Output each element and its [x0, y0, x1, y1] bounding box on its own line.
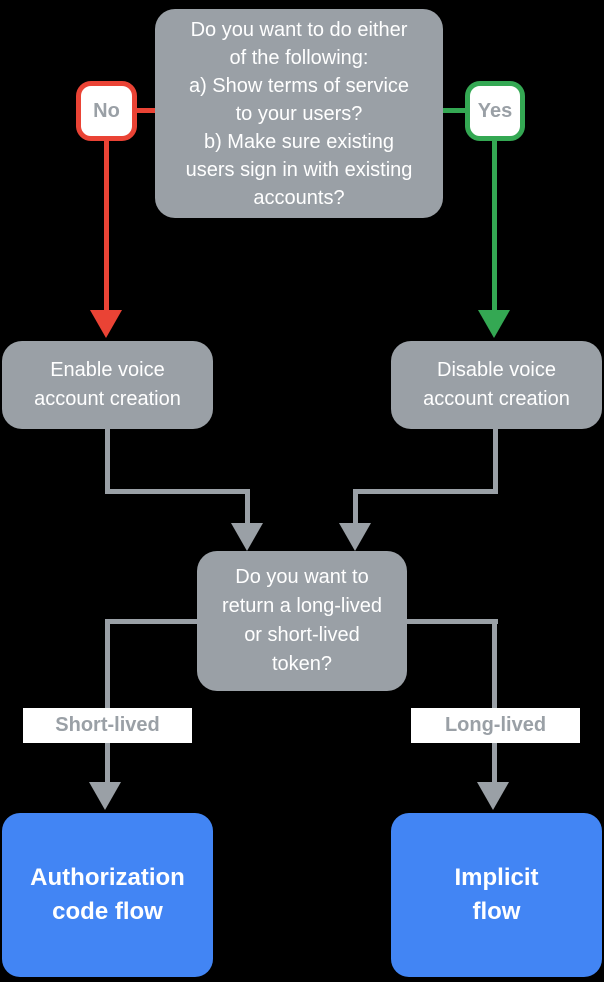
- no-branch-arrowhead-icon: [90, 310, 122, 338]
- long-lived-connector-vertical: [492, 619, 497, 782]
- no-branch-connector-horizontal: [137, 108, 155, 113]
- enable-elbow-horizontal: [105, 489, 250, 494]
- short-lived-connector-vertical: [105, 619, 110, 782]
- token-question-node: Do you want to return a long-lived or sh…: [197, 551, 407, 691]
- long-lived-arrowhead-icon: [477, 782, 509, 810]
- disable-arrowhead-icon: [339, 523, 371, 551]
- short-lived-arrowhead-icon: [89, 782, 121, 810]
- yes-branch-arrowhead-icon: [478, 310, 510, 338]
- authorization-code-flow-node: Authorization code flow: [2, 813, 213, 977]
- yes-branch-connector-horizontal: [443, 108, 465, 113]
- no-badge: No: [76, 81, 137, 141]
- enable-voice-account-creation-node: Enable voice account creation: [2, 341, 213, 429]
- enable-elbow-vertical: [105, 429, 110, 494]
- yes-badge: Yes: [465, 81, 525, 141]
- long-lived-label: Long-lived: [411, 708, 580, 743]
- short-lived-label: Short-lived: [23, 708, 192, 743]
- root-question-node: Do you want to do either of the followin…: [155, 9, 443, 218]
- implicit-flow-node: Implicit flow: [391, 813, 602, 977]
- short-lived-connector-horizontal: [105, 619, 197, 624]
- disable-elbow-vertical: [493, 429, 498, 494]
- long-lived-connector-horizontal: [407, 619, 498, 624]
- disable-elbow-horizontal: [353, 489, 498, 494]
- disable-voice-account-creation-node: Disable voice account creation: [391, 341, 602, 429]
- disable-elbow-drop: [353, 489, 358, 525]
- enable-elbow-drop: [245, 489, 250, 525]
- yes-branch-connector-vertical: [492, 140, 497, 312]
- enable-arrowhead-icon: [231, 523, 263, 551]
- no-branch-connector-vertical: [104, 140, 109, 312]
